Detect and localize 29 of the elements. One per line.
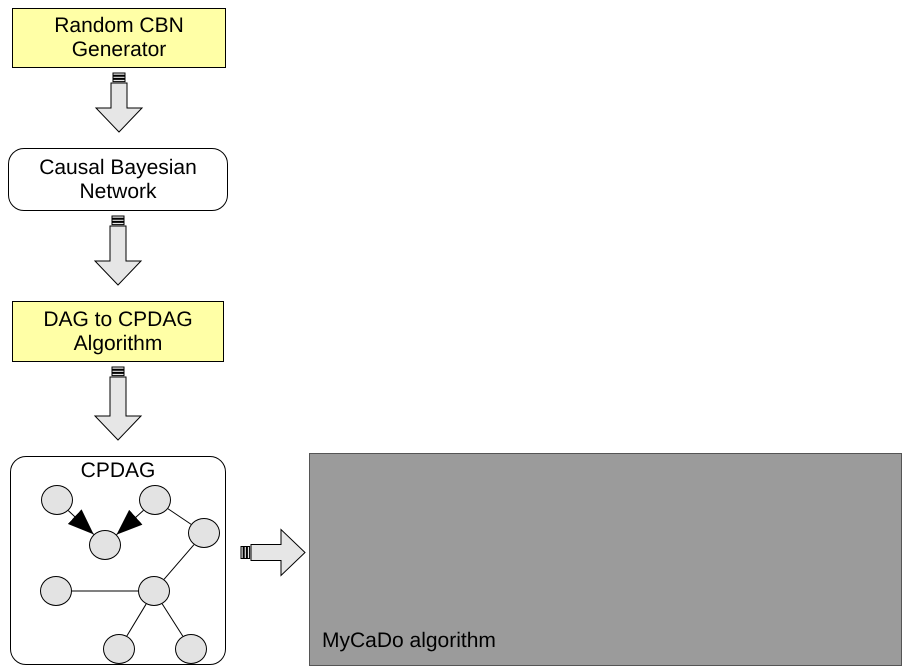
arrow (68, 509, 94, 535)
step-label: DAG to CPDAG Algorithm (42, 308, 194, 356)
algorithm-panel (309, 453, 902, 666)
graph-edge (162, 603, 184, 637)
graph-edge (126, 604, 147, 636)
graph-node-circle (139, 485, 171, 515)
block-arrow (240, 528, 306, 577)
box-label: CPDAG (80, 459, 156, 483)
graph-node-circle (138, 576, 170, 606)
graph-node-circle (175, 634, 207, 664)
process-box (12, 8, 226, 68)
panel-label: MyCaDo algorithm (322, 629, 496, 653)
step-label: Random CBN Generator (53, 14, 185, 62)
graph-edge (164, 544, 194, 580)
block-arrow (94, 216, 142, 286)
graph-node-circle (89, 530, 121, 560)
graph-node-circle (188, 518, 220, 548)
box-label: Causal Bayesian Network (38, 156, 198, 204)
arrow (116, 510, 144, 536)
graph-node-circle (40, 576, 72, 606)
graph-node-circle (41, 485, 73, 515)
graph-edge (72, 590, 138, 592)
graph-edge (168, 508, 192, 525)
data-box (8, 148, 228, 211)
graph-node-circle (103, 634, 135, 664)
block-arrow (94, 72, 144, 133)
block-arrow (94, 366, 142, 441)
data-box (10, 456, 226, 665)
process-box (12, 301, 224, 362)
